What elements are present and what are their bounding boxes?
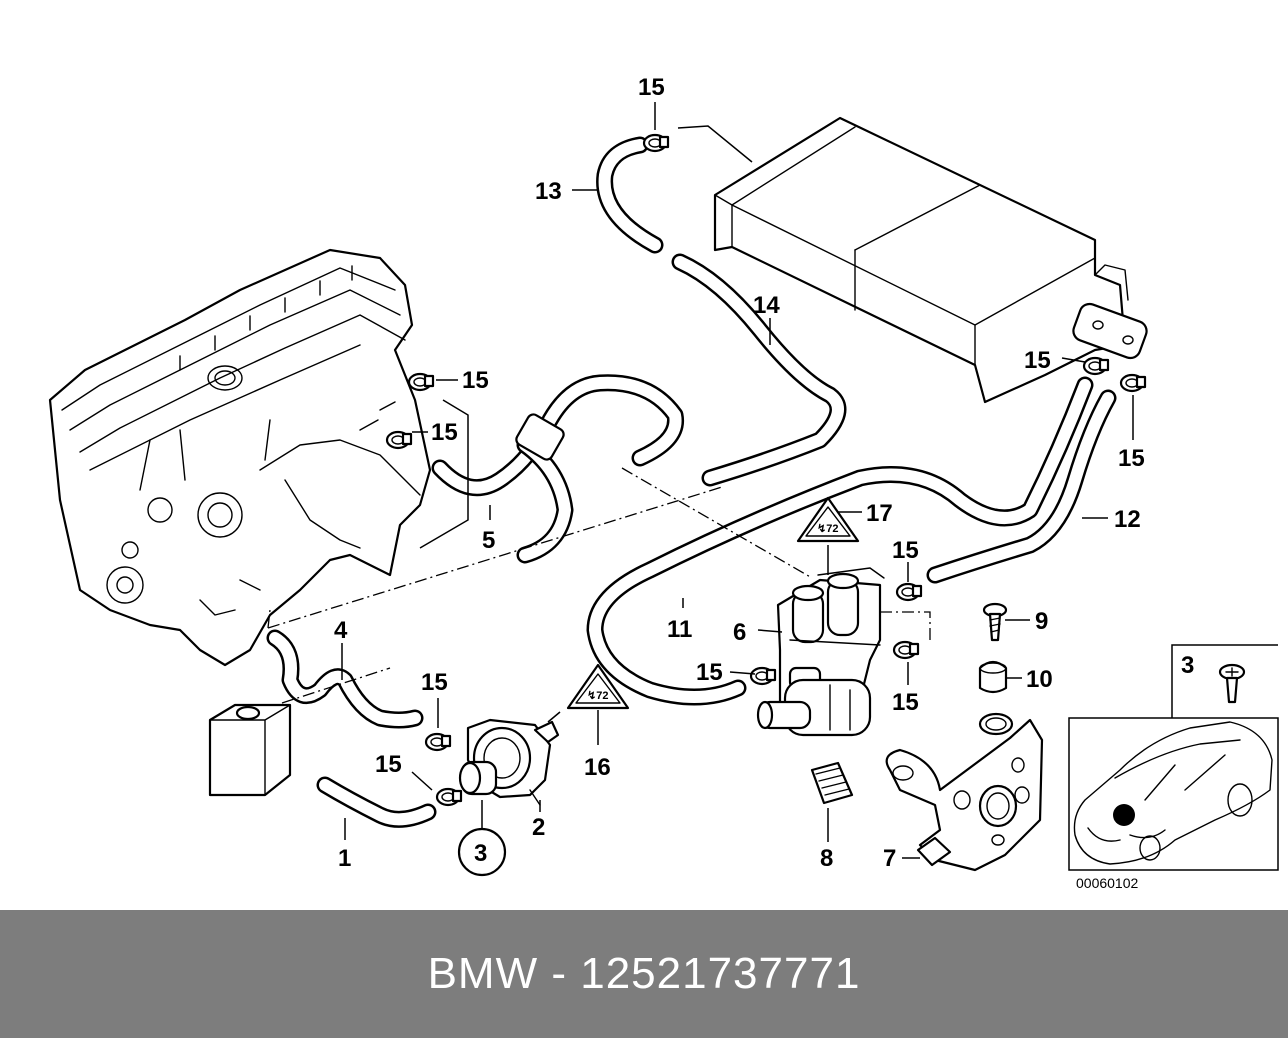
reference-lines — [267, 467, 931, 704]
callout-5: 5 — [482, 527, 495, 554]
brand-name: BMW — [427, 949, 539, 998]
callout-labels: 15 13 14 15 15 5 4 15 15 1 3 2 16 11 6 1… — [334, 74, 1145, 877]
mounting-bracket — [885, 712, 1044, 872]
callout-13: 13 — [535, 178, 562, 205]
callout-6: 6 — [733, 619, 746, 646]
coolant-container — [208, 703, 292, 797]
callout-15-heater-left: 15 — [1024, 347, 1051, 374]
callout-7: 7 — [883, 845, 896, 872]
warning-symbol-16: ↯72 — [587, 690, 608, 702]
heater-core — [677, 116, 1148, 404]
warning-symbol-17: ↯72 — [817, 523, 838, 535]
callout-15-top: 15 — [638, 74, 665, 101]
screw — [982, 602, 1008, 642]
callout-3: 3 — [474, 840, 487, 867]
callout-9: 9 — [1035, 608, 1048, 635]
callout-15-valve-bottom: 15 — [892, 689, 919, 716]
callout-15-engine-2: 15 — [431, 419, 458, 446]
parts-diagram: ↯72 ↯72 3 00060102 — [48, 74, 1279, 891]
warning-triangle-17: ↯72 — [796, 496, 860, 543]
callout-15-valve-top: 15 — [892, 537, 919, 564]
separator: - — [551, 949, 567, 998]
callout-4: 4 — [334, 617, 348, 644]
leader-lines — [341, 102, 1134, 859]
callout-2: 2 — [532, 814, 545, 841]
image-code: 00060102 — [1076, 875, 1139, 891]
callout-11: 11 — [667, 616, 692, 643]
rubber-pad — [810, 761, 854, 805]
warning-triangle-16: ↯72 — [566, 663, 630, 710]
hose-clamps — [385, 133, 1147, 807]
callout-3-circle: 3 — [457, 827, 507, 877]
water-valve — [756, 567, 885, 737]
part-number: 12521737771 — [580, 949, 861, 998]
car-location-inset: 00060102 — [1068, 717, 1279, 891]
callout-15-pump-left: 15 — [375, 751, 402, 778]
callout-15-engine-1: 15 — [462, 367, 489, 394]
inset-screw-label: 3 — [1181, 652, 1194, 679]
callout-15-pump-top: 15 — [421, 669, 448, 696]
callout-10: 10 — [1026, 666, 1053, 693]
callout-16: 16 — [584, 754, 611, 781]
inset-screw-box: 3 — [1171, 644, 1278, 718]
callout-15-heater-right: 15 — [1118, 445, 1145, 472]
grommet — [978, 660, 1008, 694]
footer-bar: BMW - 12521737771 — [0, 910, 1288, 1038]
footer-caption: BMW - 12521737771 — [428, 949, 861, 999]
hoses — [266, 136, 1117, 828]
engine-block — [48, 248, 432, 667]
water-pump — [458, 718, 560, 806]
callout-12: 12 — [1114, 506, 1141, 533]
callout-14: 14 — [753, 292, 780, 319]
callout-17: 17 — [866, 500, 893, 527]
location-marker-icon — [1113, 804, 1135, 826]
callout-15-valve-left: 15 — [696, 659, 723, 686]
callout-8: 8 — [820, 845, 833, 872]
callout-1: 1 — [338, 845, 351, 872]
